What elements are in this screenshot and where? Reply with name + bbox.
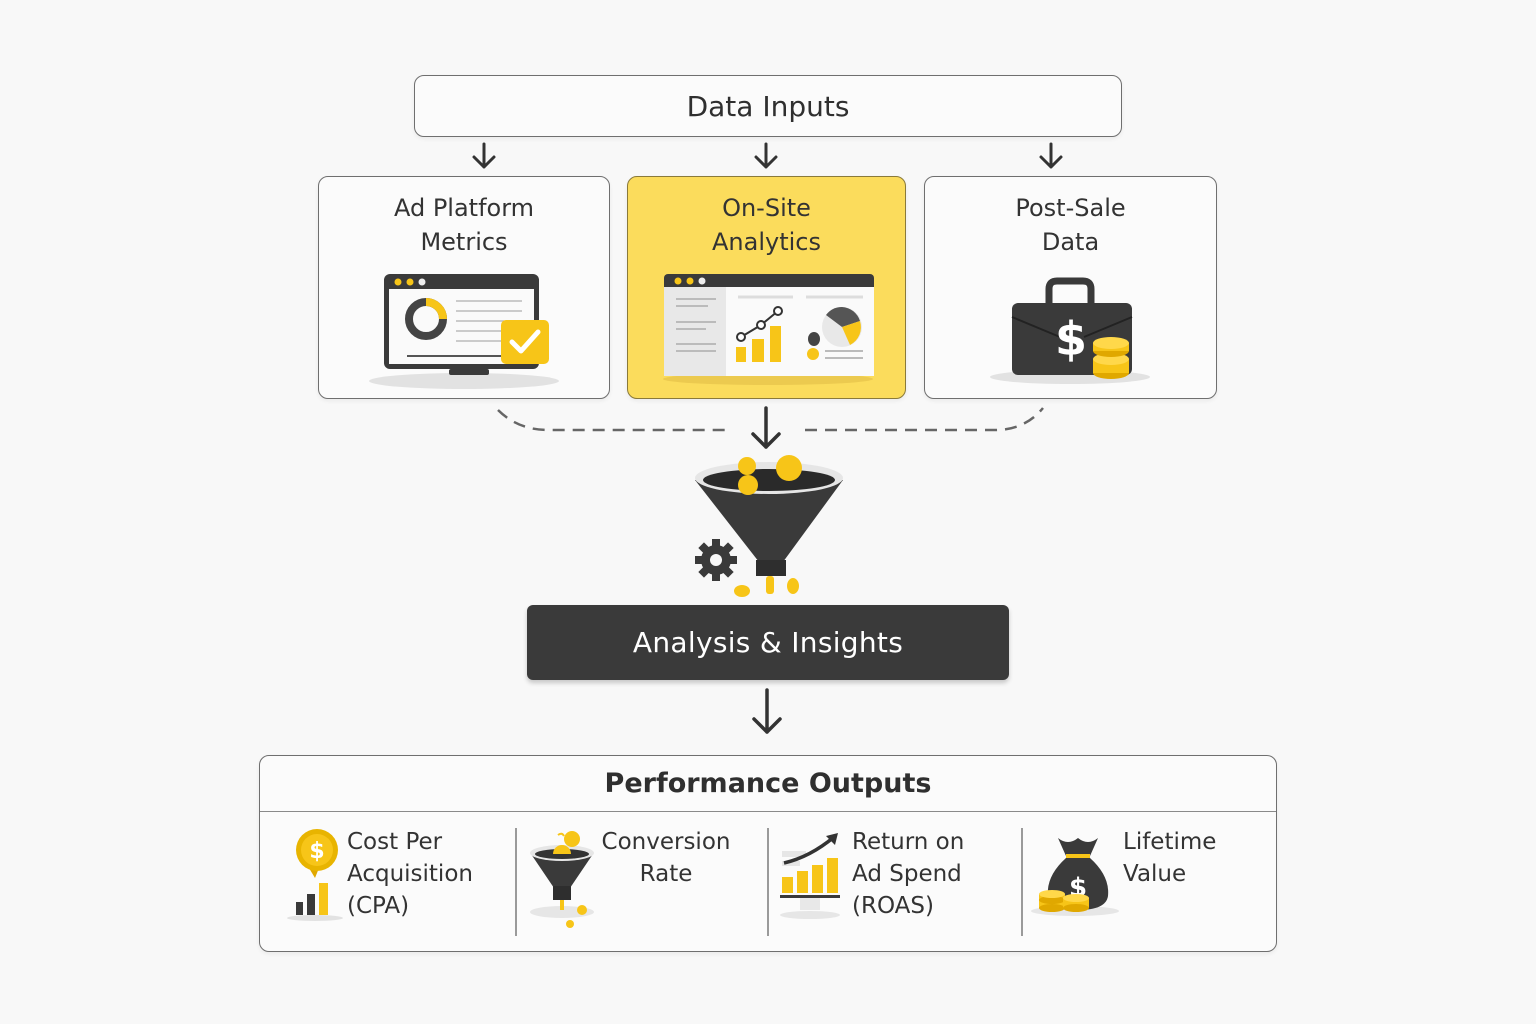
card-title-line: On-Site — [722, 194, 811, 222]
output-divider — [767, 828, 769, 936]
data-inputs-header: Data Inputs — [414, 75, 1122, 137]
arrow-down-icon — [472, 142, 496, 169]
analytics-dashboard-icon — [663, 274, 874, 385]
output-divider — [515, 828, 517, 936]
arrow-down-icon — [751, 406, 781, 449]
output-label-line: Lifetime — [1123, 829, 1217, 855]
card-title-line: Metrics — [420, 228, 508, 256]
arrow-down-icon — [754, 142, 778, 169]
output-label-line: Value — [1123, 861, 1187, 887]
data-inputs-title: Data Inputs — [686, 89, 850, 123]
output-item-conversion-rate: Conversion Rate — [526, 826, 756, 938]
output-item-roas: Return on Ad Spend (ROAS) — [778, 826, 1008, 938]
funnel-gear-icon — [695, 455, 843, 597]
input-card-on-site-analytics: On-Site Analytics — [627, 176, 906, 399]
arrow-down-icon — [1039, 142, 1063, 169]
output-item-cpa: $ Cost Per Acquisition (CPA) — [285, 826, 515, 938]
output-label-line: Cost Per — [347, 829, 443, 855]
dashed-connector-right — [805, 407, 1044, 432]
performance-outputs-title: Performance Outputs — [260, 756, 1276, 812]
card-title-line: Analytics — [712, 228, 821, 256]
performance-outputs-panel: Performance Outputs $ Cost Per Acquisiti… — [259, 755, 1277, 952]
output-item-lifetime-value: $ Lifetime Value — [1030, 826, 1260, 938]
growth-chart-icon — [780, 833, 840, 919]
input-card-post-sale: Post-Sale Data $ — [924, 176, 1217, 399]
output-label-line: (ROAS) — [852, 893, 934, 919]
analysis-insights-box: Analysis & Insights — [527, 605, 1009, 680]
dollar-coin-bar-chart-icon: $ — [287, 829, 343, 921]
output-label-line: Rate — [639, 861, 693, 887]
monitor-dashboard-icon — [369, 274, 559, 389]
card-title-line: Ad Platform — [393, 194, 535, 222]
output-label-line: Acquisition — [347, 861, 473, 887]
card-title-line: Post-Sale — [1015, 194, 1126, 222]
briefcase-dollar-icon: $ — [990, 277, 1150, 384]
output-label-line: (CPA) — [347, 893, 410, 919]
card-title-line: Data — [1041, 228, 1100, 256]
output-label-line: Ad Spend — [852, 861, 962, 887]
svg-text:$: $ — [309, 839, 324, 864]
dashed-connector-left — [497, 409, 730, 432]
money-bag-icon: $ — [1031, 838, 1119, 916]
input-card-ad-platform: Ad Platform Metrics — [318, 176, 610, 399]
svg-text:$: $ — [1055, 312, 1087, 366]
output-divider — [1021, 828, 1023, 936]
funnel-coins-icon — [530, 831, 594, 928]
output-label-line: Conversion — [601, 829, 731, 855]
output-label-line: Return on — [852, 829, 965, 855]
arrow-down-icon — [752, 688, 782, 734]
analysis-insights-label: Analysis & Insights — [632, 626, 904, 659]
